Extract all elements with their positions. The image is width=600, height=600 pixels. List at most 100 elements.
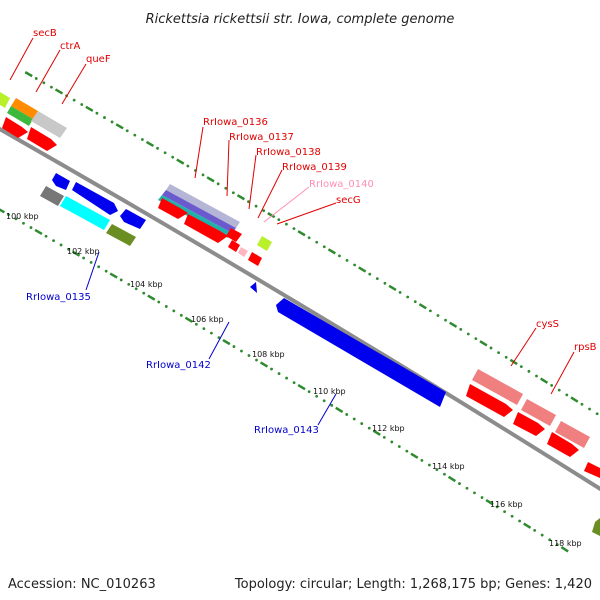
tick-dot (254, 204, 258, 208)
tick-dot (284, 222, 288, 226)
forward-cds-arrow (248, 252, 262, 266)
tick-dot (413, 300, 417, 304)
tick-dot (458, 482, 461, 485)
tick-dot (262, 209, 266, 213)
gene-feature (7, 106, 33, 126)
gene-feature (472, 369, 523, 405)
tick-dot (533, 528, 537, 532)
tick-dot (201, 173, 205, 177)
tick-dot (436, 314, 440, 317)
tick-dot (292, 381, 296, 385)
tick-mark-major (418, 303, 427, 310)
gene-label: RrIowa_0138 (256, 147, 321, 158)
tick-dot (459, 327, 463, 331)
tick-dot (382, 435, 386, 439)
gene-label: RrIowa_0142 (146, 360, 211, 371)
tick-mark-major (410, 452, 419, 459)
tick-dot (240, 349, 243, 353)
tick-label: 102 kbp (67, 247, 100, 256)
tick-mark-major (54, 88, 64, 95)
tick-dot (42, 81, 46, 85)
tick-dot (368, 272, 372, 276)
tick-dot (527, 369, 531, 373)
tick-dot (270, 367, 273, 371)
tick-dot (95, 111, 99, 115)
tick-label: 114 kbp (432, 462, 465, 471)
accession-text: Accession: NC_010263 (8, 577, 156, 592)
tick-dot (557, 388, 561, 392)
map-title: Rickettsia rickettsii str. Iowa, complet… (146, 12, 455, 27)
tick-dot (67, 247, 70, 251)
tick-dot (292, 227, 296, 231)
tick-label: 110 kbp (313, 387, 346, 396)
gene-feature (555, 421, 590, 448)
tick-dot (480, 496, 484, 499)
tick-mark-major (24, 71, 33, 78)
tick-dot (443, 472, 446, 476)
forward-cds-arrow (547, 432, 579, 457)
tick-dot (367, 426, 371, 430)
tick-dot (510, 514, 514, 518)
reverse-cds-arrow (276, 298, 446, 407)
tick-dot (315, 394, 319, 398)
tick-mark-major (109, 272, 118, 279)
tick-dot (59, 243, 63, 247)
gene-feature (106, 224, 136, 246)
tick-dot (172, 309, 176, 313)
tick-mark-major (335, 406, 344, 414)
tick-mark-major (485, 499, 494, 506)
gene-feature (31, 111, 67, 138)
tick-dot (406, 295, 410, 299)
forward-cds-arrow (226, 228, 242, 242)
gene-feature (521, 399, 556, 426)
tick-mark-major (479, 340, 488, 347)
tick-dot (22, 221, 25, 225)
tick-dot (360, 422, 364, 425)
inner-tick-track (0, 208, 569, 553)
tick-mark-major (72, 250, 81, 257)
gene-feature (592, 518, 600, 536)
tick-dot (427, 463, 431, 467)
tick-mark-major (236, 194, 246, 201)
tick-dot (80, 103, 84, 106)
tick-dot (110, 120, 114, 124)
tick-mark-major (297, 230, 306, 237)
tick-dot (466, 332, 470, 336)
tick-dot (231, 191, 235, 195)
tick-dot (345, 413, 349, 416)
gene-feature (0, 92, 10, 108)
gene-label: RrIowa_0137 (229, 132, 294, 143)
tick-dot (202, 327, 206, 331)
tick-mark-major (259, 361, 269, 368)
tick-dot (345, 259, 349, 262)
tick-label: 118 kbp (549, 539, 582, 548)
tick-dot (565, 393, 569, 397)
tick-dot (247, 200, 250, 204)
tick-dot (555, 543, 559, 546)
tick-dot (255, 358, 258, 362)
tick-mark-major (34, 228, 43, 235)
tick-mark-major (560, 546, 569, 553)
tick-dot (352, 417, 356, 421)
tick-dot (390, 440, 394, 444)
tick-mark-major (115, 123, 124, 130)
gene-label: RrIowa_0135 (26, 292, 91, 303)
forward-cds-arrow (584, 462, 600, 478)
tick-dot (503, 510, 506, 513)
tick-label: 106 kbp (191, 315, 224, 324)
gene-label: cysS (536, 319, 559, 330)
tick-dot (34, 77, 38, 80)
tick-dot (444, 318, 447, 322)
tick-dot (307, 236, 311, 240)
tick-dot (518, 519, 522, 523)
tick-dot (52, 239, 55, 242)
tick-dot (322, 399, 326, 403)
tick-dot (540, 533, 544, 537)
tick-dot (133, 133, 137, 137)
tick-dot (497, 351, 501, 355)
tick-dot (217, 336, 221, 340)
gene-label: RrIowa_0139 (282, 162, 347, 173)
tick-dot (489, 346, 493, 350)
tick-dot (127, 282, 131, 286)
